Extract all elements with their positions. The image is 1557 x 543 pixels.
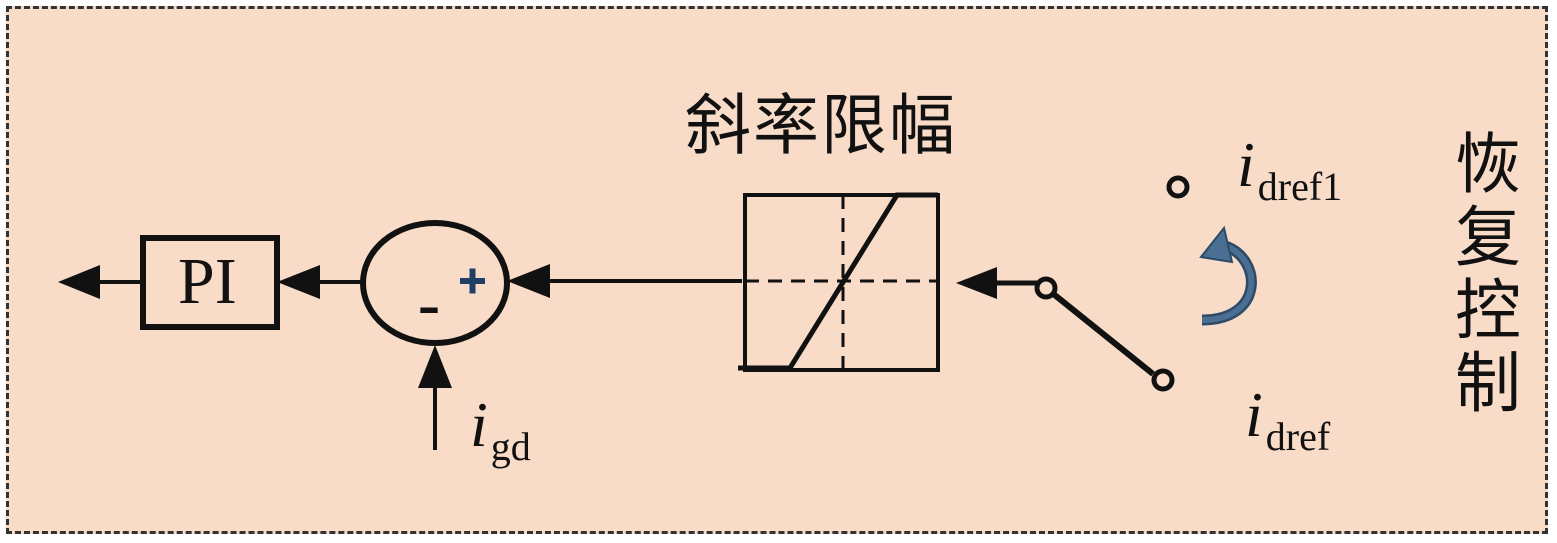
summing-junction: [360, 220, 510, 346]
igd-arrowhead: [418, 345, 452, 388]
igd-symbol: i: [470, 389, 488, 460]
idref-symbol: i: [1245, 379, 1263, 450]
idref1-label: idref1: [1237, 128, 1342, 210]
idref-subscript: dref: [1265, 414, 1331, 459]
sum-to-pi-arrowhead: [277, 265, 320, 299]
idref1-subscript: dref1: [1257, 164, 1343, 209]
dashed-frame: [6, 6, 1548, 534]
pi-label: PI: [178, 245, 237, 318]
limiter-to-sum-arrowhead: [507, 264, 550, 298]
idref-label: idref: [1245, 378, 1330, 460]
plus-sign: [460, 268, 485, 294]
igd-subscript: gd: [490, 424, 531, 469]
minus-sign: –: [418, 282, 440, 333]
switch-contact-idref1: [1166, 175, 1190, 199]
switch-contact-idref: [1151, 368, 1175, 392]
idref1-symbol: i: [1237, 129, 1255, 200]
rotation-arrowhead: [1199, 225, 1234, 264]
rate-limiter-title: 斜率限幅: [685, 87, 957, 164]
rotation-arrow-highlight: [1201, 243, 1255, 323]
output-arrowhead: [58, 265, 100, 299]
saturation-curve: [738, 192, 938, 371]
switch-to-limiter-arrowhead: [956, 267, 997, 299]
igd-label: igd: [470, 388, 531, 470]
pi-block: [140, 235, 280, 330]
switch-pivot: [1034, 276, 1058, 300]
recovery-control-label: 恢复控制: [1455, 126, 1521, 422]
switch-blade: [1044, 285, 1155, 377]
